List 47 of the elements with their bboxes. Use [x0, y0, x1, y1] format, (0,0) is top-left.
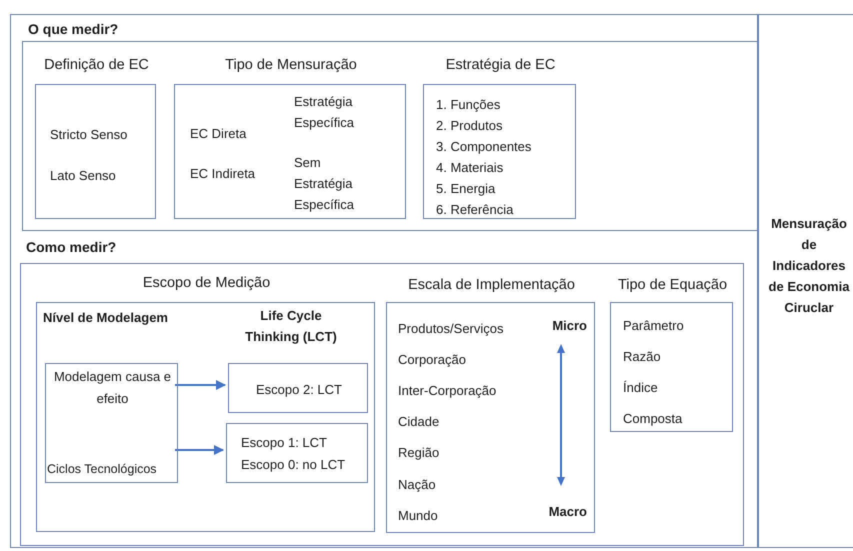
list-item: 2. Produtos [436, 117, 504, 134]
scale-label: Macro [548, 503, 587, 520]
list-item: 4. Materiais [436, 159, 504, 176]
list-item: Parâmetro [623, 317, 685, 334]
list-item: Nação [398, 476, 437, 492]
group-box [228, 363, 368, 413]
list-item: Razão [623, 348, 662, 365]
side-title: Mensuração de Indicadores de Economia Ciruclar [768, 215, 850, 317]
list-item: 6. Referência [436, 201, 514, 218]
outer-frame [10, 14, 853, 548]
list-item: Mundo [398, 506, 439, 524]
list-item: 3. Componentes [436, 138, 532, 155]
list-item: Ciclos Tecnológicos [47, 461, 158, 478]
list-item: Composta [623, 410, 684, 427]
section-heading: Escopo de Medição [142, 274, 272, 292]
section-title: O que medir? [28, 20, 120, 38]
list-item: Índice [623, 379, 659, 396]
list-item: 1. Funções [436, 96, 502, 113]
list-item: Modelagem causa e efeito [52, 368, 172, 408]
list-item: Corporação [398, 351, 467, 368]
list-item: 5. Energia [436, 180, 496, 197]
list-item: Escopo 2: LCT [255, 381, 343, 398]
subheading: Nível de Modelagem [43, 309, 169, 326]
list-item: EC Direta [190, 125, 248, 142]
list-item: EC Indireta [190, 165, 256, 182]
arrow [175, 380, 226, 390]
list-item: Escopo 0: no LCT [241, 456, 346, 473]
section-heading: Escala de Implementação [407, 276, 576, 294]
section-heading: Definição de EC [43, 56, 150, 74]
group-box [45, 363, 178, 483]
group-box [226, 423, 368, 483]
list-item: Lato Senso [50, 167, 117, 184]
list-item: Stricto Senso [50, 126, 128, 143]
list-item: Escopo 1: LCT [241, 434, 328, 451]
section-heading: Estratégia de EC [444, 56, 556, 74]
list-item: Estratégia Específica [294, 93, 355, 132]
arrow [175, 445, 224, 455]
list-item: Sem Estratégia Específica [294, 154, 355, 214]
list-item: Inter-Corporação [398, 382, 498, 400]
section-heading: Tipo de Mensuração [224, 56, 358, 74]
list-item: Cidade [398, 413, 440, 430]
section-title: Como medir? [26, 238, 118, 256]
list-item: Região [398, 444, 440, 462]
section-heading: Tipo de Equação [616, 276, 728, 294]
subheading: Life Cycle Thinking (LCT) [244, 307, 338, 346]
scale-label: Micro [551, 317, 587, 334]
list-item: Produtos/Serviços [398, 320, 504, 337]
